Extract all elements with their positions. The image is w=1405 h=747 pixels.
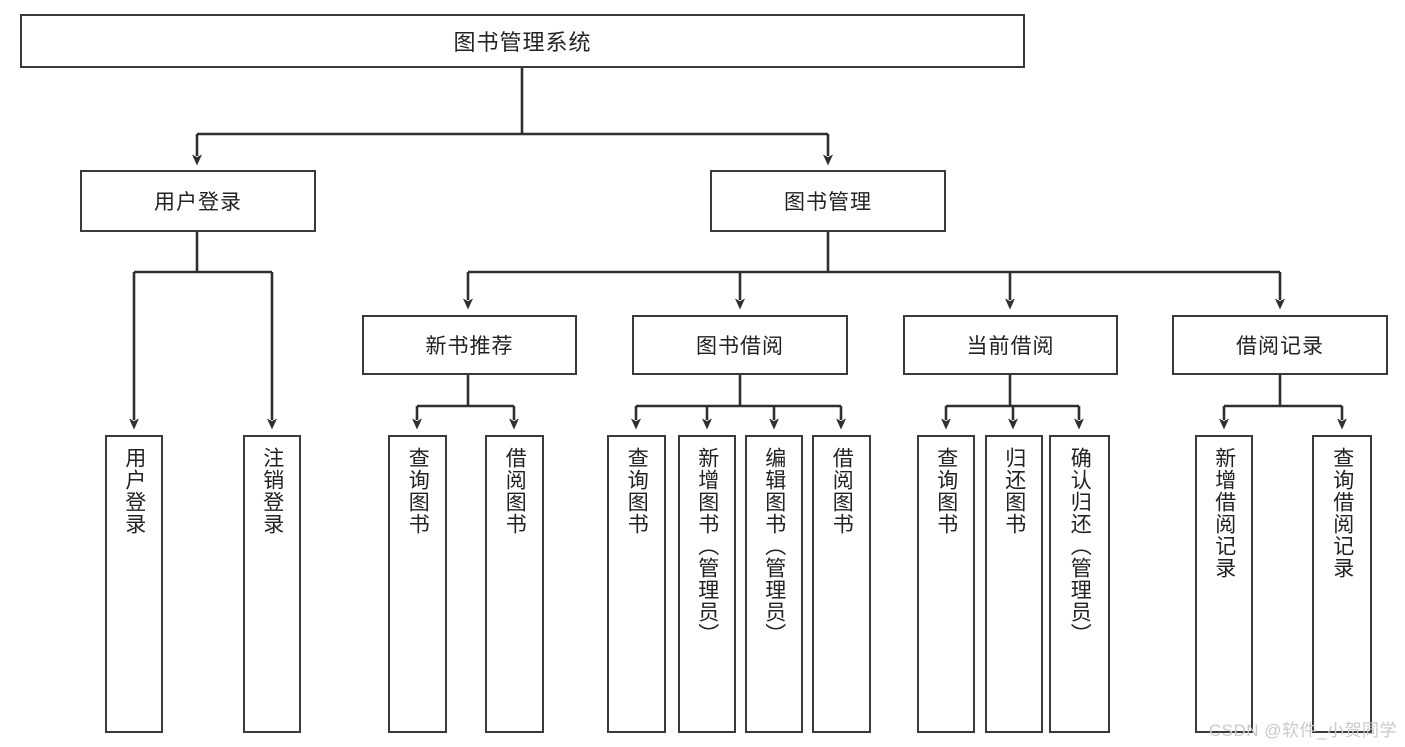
node-leaf-query-record[interactable]: 查询借阅记录: [1312, 435, 1372, 733]
node-leaf-confirm-return[interactable]: 确认归还（管理员）: [1049, 435, 1110, 733]
node-book-manage-label: 图书管理: [784, 191, 872, 214]
node-leaf-add-book-label: 新增图书（管理员）: [695, 447, 719, 645]
node-leaf-add-record[interactable]: 新增借阅记录: [1195, 435, 1253, 733]
node-current-borrow[interactable]: 当前借阅: [903, 315, 1118, 375]
node-current-borrow-label: 当前借阅: [966, 335, 1055, 358]
node-new-book-rec-label: 新书推荐: [425, 335, 514, 358]
node-leaf-query-book-1-label: 查询图书: [406, 447, 430, 535]
node-leaf-query-book-2[interactable]: 查询图书: [607, 435, 666, 733]
node-book-borrow[interactable]: 图书借阅: [632, 315, 848, 375]
node-leaf-logout-label: 注销登录: [260, 447, 284, 535]
node-borrow-record-label: 借阅记录: [1236, 335, 1324, 358]
node-borrow-record[interactable]: 借阅记录: [1172, 315, 1388, 375]
node-leaf-query-book-2-label: 查询图书: [625, 447, 649, 535]
node-leaf-query-book-3-label: 查询图书: [934, 447, 958, 535]
node-leaf-logout[interactable]: 注销登录: [243, 435, 301, 733]
node-leaf-user-login[interactable]: 用户登录: [105, 435, 163, 733]
node-leaf-borrow-book-2[interactable]: 借阅图书: [812, 435, 871, 733]
node-root-label: 图书管理系统: [453, 30, 592, 55]
node-root[interactable]: 图书管理系统: [20, 14, 1025, 68]
node-leaf-query-record-label: 查询借阅记录: [1330, 447, 1354, 579]
node-new-book-rec[interactable]: 新书推荐: [362, 315, 577, 375]
node-leaf-add-book[interactable]: 新增图书（管理员）: [678, 435, 736, 733]
node-leaf-confirm-return-label: 确认归还（管理员）: [1068, 447, 1092, 645]
node-book-borrow-label: 图书借阅: [696, 335, 784, 358]
node-leaf-edit-book-label: 编辑图书（管理员）: [762, 447, 786, 645]
node-leaf-query-book-1[interactable]: 查询图书: [388, 435, 447, 733]
node-leaf-add-record-label: 新增借阅记录: [1212, 447, 1236, 579]
node-leaf-borrow-book-1-label: 借阅图书: [503, 447, 527, 535]
node-leaf-return-book-label: 归还图书: [1002, 447, 1026, 535]
node-user-login[interactable]: 用户登录: [80, 170, 316, 232]
node-leaf-edit-book[interactable]: 编辑图书（管理员）: [745, 435, 803, 733]
node-user-login-label: 用户登录: [154, 191, 242, 214]
csdn-watermark: CSDN @软件_小贺同学: [1208, 721, 1397, 740]
node-leaf-borrow-book-2-label: 借阅图书: [830, 447, 854, 535]
node-leaf-user-login-label: 用户登录: [122, 447, 146, 535]
node-leaf-query-book-3[interactable]: 查询图书: [917, 435, 975, 733]
node-leaf-return-book[interactable]: 归还图书: [985, 435, 1043, 733]
node-book-manage[interactable]: 图书管理: [710, 170, 946, 232]
node-leaf-borrow-book-1[interactable]: 借阅图书: [485, 435, 544, 733]
